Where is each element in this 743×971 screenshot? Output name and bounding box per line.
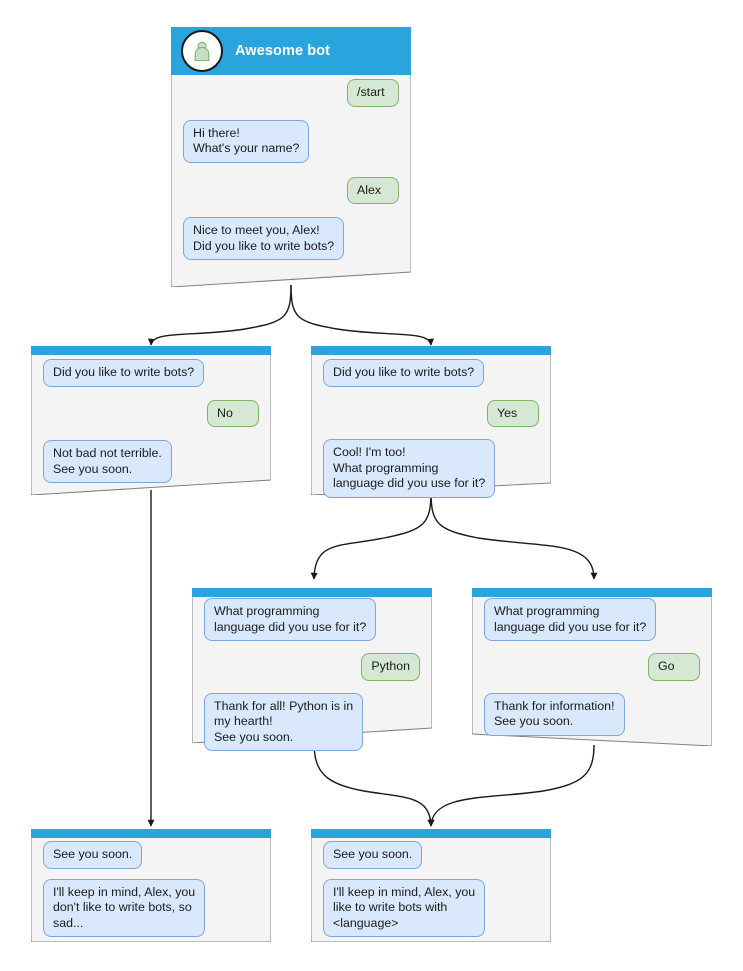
edge-root-to-yes — [290, 284, 435, 346]
card-lang-go[interactable]: What programming language did you use fo… — [472, 588, 712, 746]
message-row: Did you like to write bots? — [43, 359, 259, 387]
bot-message-bubble[interactable]: I'll keep in mind, Alex, you don't like … — [43, 878, 206, 937]
message-row: I'll keep in mind, Alex, you like to wri… — [323, 878, 539, 937]
message-row: What programming language did you use fo… — [204, 598, 420, 641]
bot-message-bubble[interactable]: Thank for information! See you soon. — [484, 692, 625, 736]
card-answer-no-messages: Did you like to write bots? No Not bad n… — [31, 359, 271, 483]
edge-yes-to-go — [430, 491, 598, 580]
bot-message-bubble[interactable]: Did you like to write bots? — [43, 359, 205, 387]
message-row: Hi there! What's your name? — [183, 119, 399, 163]
card-answer-no-titlebar — [31, 346, 271, 355]
message-row: What programming language did you use fo… — [484, 598, 700, 641]
bot-message-bubble[interactable]: What programming language did you use fo… — [484, 598, 657, 641]
bot-message-bubble[interactable]: Not bad not terrible. See you soon. — [43, 440, 172, 483]
user-message-bubble[interactable]: No — [207, 399, 259, 427]
card-end-sad[interactable]: See you soon. I'll keep in mind, Alex, y… — [31, 829, 271, 942]
message-row: Thank for all! Python is in my hearth! S… — [204, 692, 420, 751]
bot-message-bubble[interactable]: Thank for all! Python is in my hearth! S… — [204, 692, 364, 751]
message-row: Python — [204, 653, 420, 681]
bot-message-bubble[interactable]: Cool! I'm too! What programming language… — [323, 439, 496, 498]
card-root-messages: /start Hi there! What's your name? Alex … — [171, 79, 411, 260]
bot-message-bubble[interactable]: Nice to meet you, Alex! Did you like to … — [183, 217, 345, 260]
card-root[interactable]: Awesome bot /start Hi there! What's your… — [171, 27, 411, 287]
edge-python-to-end-happy — [313, 741, 435, 827]
user-message-bubble[interactable]: Yes — [487, 399, 539, 427]
user-message-bubble[interactable]: Python — [361, 653, 420, 681]
card-end-sad-titlebar — [31, 829, 271, 838]
bot-message-bubble[interactable]: Hi there! What's your name? — [183, 119, 310, 163]
card-lang-python-titlebar — [192, 588, 432, 597]
card-end-sad-messages: See you soon. I'll keep in mind, Alex, y… — [31, 841, 271, 937]
edge-yes-to-python — [310, 491, 432, 580]
card-end-happy[interactable]: See you soon. I'll keep in mind, Alex, y… — [311, 829, 551, 942]
message-row: Not bad not terrible. See you soon. — [43, 440, 259, 483]
bot-message-bubble[interactable]: See you soon. — [43, 841, 143, 869]
bot-message-bubble[interactable]: What programming language did you use fo… — [204, 598, 377, 641]
card-answer-yes-titlebar — [311, 346, 551, 355]
bot-message-bubble[interactable]: See you soon. — [323, 841, 423, 869]
card-answer-yes-messages: Did you like to write bots? Yes Cool! I'… — [311, 359, 551, 498]
card-answer-no[interactable]: Did you like to write bots? No Not bad n… — [31, 346, 271, 495]
card-lang-go-titlebar — [472, 588, 712, 597]
edge-root-to-no — [147, 284, 292, 346]
message-row: Yes — [323, 399, 539, 427]
person-avatar-icon — [181, 30, 223, 72]
message-row: Thank for information! See you soon. — [484, 692, 700, 736]
message-row: /start — [183, 79, 399, 107]
message-row: Cool! I'm too! What programming language… — [323, 439, 539, 498]
card-end-happy-titlebar — [311, 829, 551, 838]
message-row: Nice to meet you, Alex! Did you like to … — [183, 217, 399, 260]
user-message-bubble[interactable]: Go — [648, 653, 700, 681]
edge-go-to-end-happy — [427, 744, 595, 827]
user-message-bubble[interactable]: /start — [347, 79, 399, 107]
user-message-bubble[interactable]: Alex — [347, 176, 399, 204]
card-answer-yes[interactable]: Did you like to write bots? Yes Cool! I'… — [311, 346, 551, 498]
card-lang-python[interactable]: What programming language did you use fo… — [192, 588, 432, 751]
card-lang-python-messages: What programming language did you use fo… — [192, 598, 432, 751]
card-root-title-label: Awesome bot — [235, 43, 331, 59]
message-row: I'll keep in mind, Alex, you don't like … — [43, 878, 259, 937]
message-row: See you soon. — [323, 841, 539, 869]
card-lang-go-messages: What programming language did you use fo… — [472, 598, 712, 736]
message-row: No — [43, 399, 259, 427]
card-end-happy-messages: See you soon. I'll keep in mind, Alex, y… — [311, 841, 551, 937]
card-root-titlebar: Awesome bot — [171, 27, 411, 75]
message-row: Did you like to write bots? — [323, 359, 539, 387]
bot-message-bubble[interactable]: Did you like to write bots? — [323, 359, 485, 387]
message-row: Go — [484, 653, 700, 681]
message-row: See you soon. — [43, 841, 259, 869]
bot-message-bubble[interactable]: I'll keep in mind, Alex, you like to wri… — [323, 878, 486, 937]
message-row: Alex — [183, 176, 399, 204]
